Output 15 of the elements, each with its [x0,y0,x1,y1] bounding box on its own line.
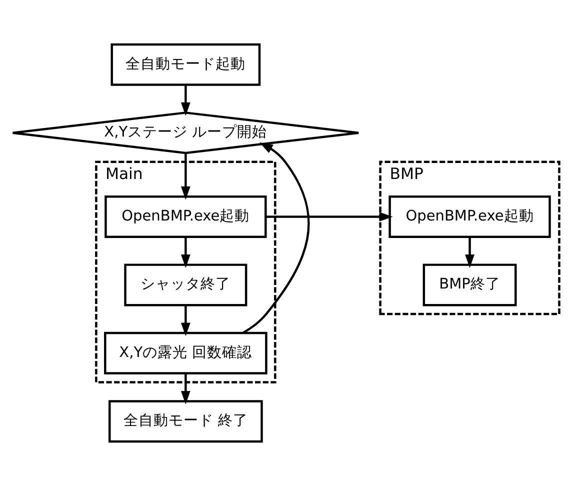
arrow [266,212,393,222]
arrow [180,153,190,200]
node-box: BMP終了 [422,264,517,306]
node-box: 全自動モード起動 [110,43,261,86]
arrow [242,142,310,334]
node-box: 全自動モード 終了 [108,400,263,443]
node-box: X,Yの露光 回数確認 [104,332,268,374]
node-box: OpenBMP.exe起動 [388,195,551,238]
node-box: OpenBMP.exe起動 [104,195,267,238]
arrow [465,236,474,268]
arrow [180,305,190,336]
node-box: シャッタ終了 [124,264,248,306]
arrow [180,236,190,268]
arrow [180,84,190,116]
arrow [180,373,190,404]
